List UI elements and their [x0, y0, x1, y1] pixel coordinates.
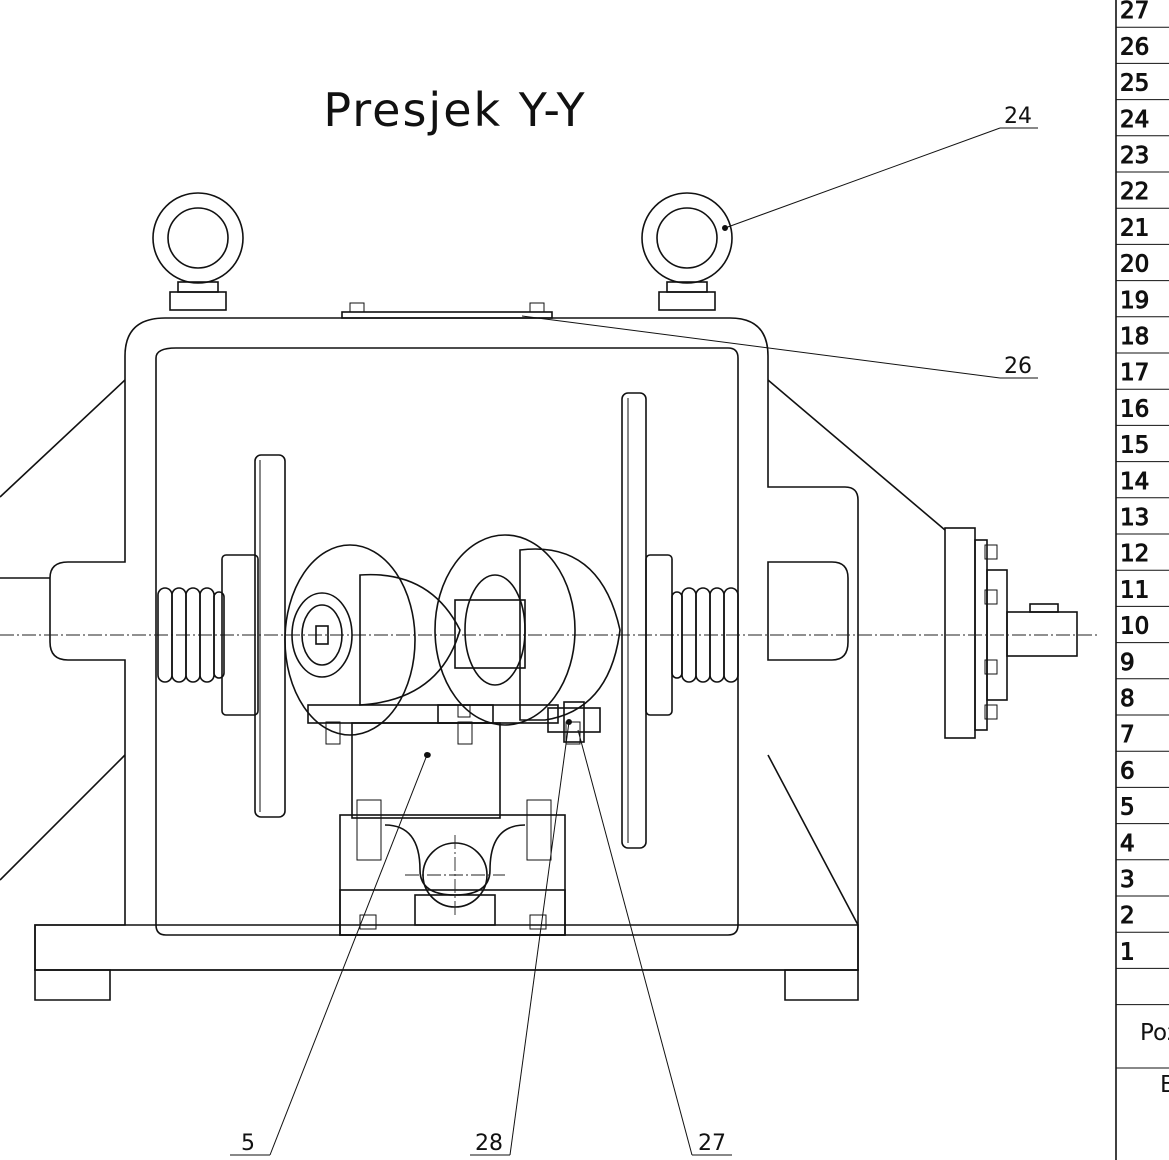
table-row-number: 4 — [1120, 831, 1135, 857]
table-row-number: 25 — [1120, 71, 1149, 97]
leader-lines — [230, 127, 1038, 1156]
table-row-number: 17 — [1120, 360, 1149, 386]
table-row-number: 12 — [1120, 541, 1149, 567]
table-row-number: 23 — [1120, 143, 1149, 169]
table-row-number: 26 — [1120, 34, 1149, 60]
table-row-number: 16 — [1120, 396, 1149, 422]
table-row-number: 22 — [1120, 179, 1149, 205]
table-row-number: 18 — [1120, 324, 1149, 350]
table-row-number: 8 — [1120, 686, 1135, 712]
table-row-number: 2 — [1120, 903, 1135, 929]
table-row-number: 10 — [1120, 614, 1149, 640]
eye-bolt-right — [641, 192, 733, 311]
callout-24: 24 — [1004, 104, 1032, 129]
table-row-number: 19 — [1120, 288, 1149, 314]
view-title: Presjek Y-Y — [323, 83, 586, 137]
parts-list-table: 2726252423222120191817161514131211109876… — [1115, 0, 1169, 1160]
table-row-number: 14 — [1120, 469, 1149, 495]
callout-28: 28 — [475, 1131, 503, 1156]
table-row-number: 13 — [1120, 505, 1149, 531]
table-row-number: 7 — [1120, 722, 1135, 748]
table-row-number: 9 — [1120, 650, 1135, 676]
table-row-number: 1 — [1120, 939, 1135, 965]
table-row-number: 24 — [1120, 107, 1149, 133]
table-row-number: 6 — [1120, 758, 1135, 784]
spring-left — [157, 587, 225, 683]
roller-assembly — [284, 534, 621, 736]
callout-26: 26 — [1004, 354, 1032, 379]
callout-27: 27 — [698, 1131, 726, 1156]
disc-left — [221, 454, 286, 818]
table-header-poz: Poz — [1140, 1020, 1169, 1046]
table-row-number: 20 — [1120, 252, 1149, 278]
table-row-number: 15 — [1120, 433, 1149, 459]
bracket-plate — [307, 701, 601, 819]
gearbox-housing — [0, 302, 1078, 1001]
table-row-number: 11 — [1120, 577, 1149, 603]
eye-bolt-left — [152, 192, 244, 311]
callout-5: 5 — [241, 1131, 255, 1156]
table-row-number: 21 — [1120, 215, 1149, 241]
table-row-number: 27 — [1120, 0, 1149, 24]
table-row-number: 3 — [1120, 867, 1135, 893]
table-header-b: B — [1160, 1072, 1169, 1098]
disc-right — [621, 392, 673, 849]
table-row-number: 5 — [1120, 795, 1135, 821]
bearing-block — [339, 799, 566, 936]
